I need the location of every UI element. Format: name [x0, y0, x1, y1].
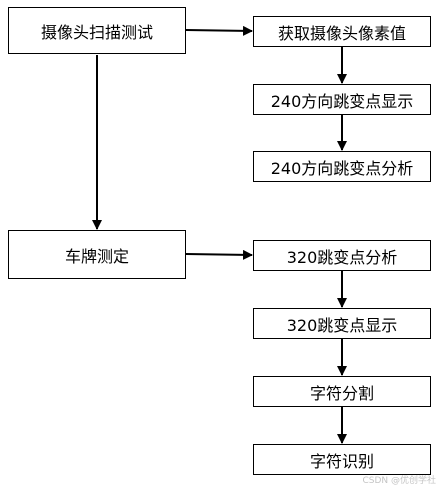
- node-camera-scan-test: 摄像头扫描测试: [8, 7, 186, 54]
- node-char-recognition: 字符识别: [253, 444, 431, 475]
- node-plate-detection: 车牌测定: [8, 230, 186, 279]
- node-label: 字符识别: [309, 451, 374, 471]
- node-label: 320跳变点显示: [286, 315, 398, 335]
- watermark: CSDN @优创学社: [362, 476, 436, 486]
- arrow-scan-to-get: [185, 25, 253, 36]
- node-label: 车牌测定: [64, 246, 129, 266]
- node-label: 240方向跳变点分析: [270, 158, 414, 178]
- node-240-transition-analysis: 240方向跳变点分析: [253, 151, 431, 182]
- node-240-transition-display: 240方向跳变点显示: [253, 84, 431, 115]
- node-label: 字符分割: [309, 383, 374, 403]
- node-label: 获取摄像头像素值: [277, 23, 406, 43]
- node-320-transition-analysis: 320跳变点分析: [253, 240, 431, 271]
- node-320-transition-display: 320跳变点显示: [253, 308, 431, 339]
- node-label: 240方向跳变点显示: [270, 91, 414, 111]
- node-label: 320跳变点分析: [286, 247, 398, 267]
- node-char-segmentation: 字符分割: [253, 376, 431, 407]
- node-get-pixels: 获取摄像头像素值: [253, 16, 431, 47]
- node-label: 摄像头扫描测试: [40, 22, 153, 42]
- arrow-plate-to-320ana: [185, 249, 253, 260]
